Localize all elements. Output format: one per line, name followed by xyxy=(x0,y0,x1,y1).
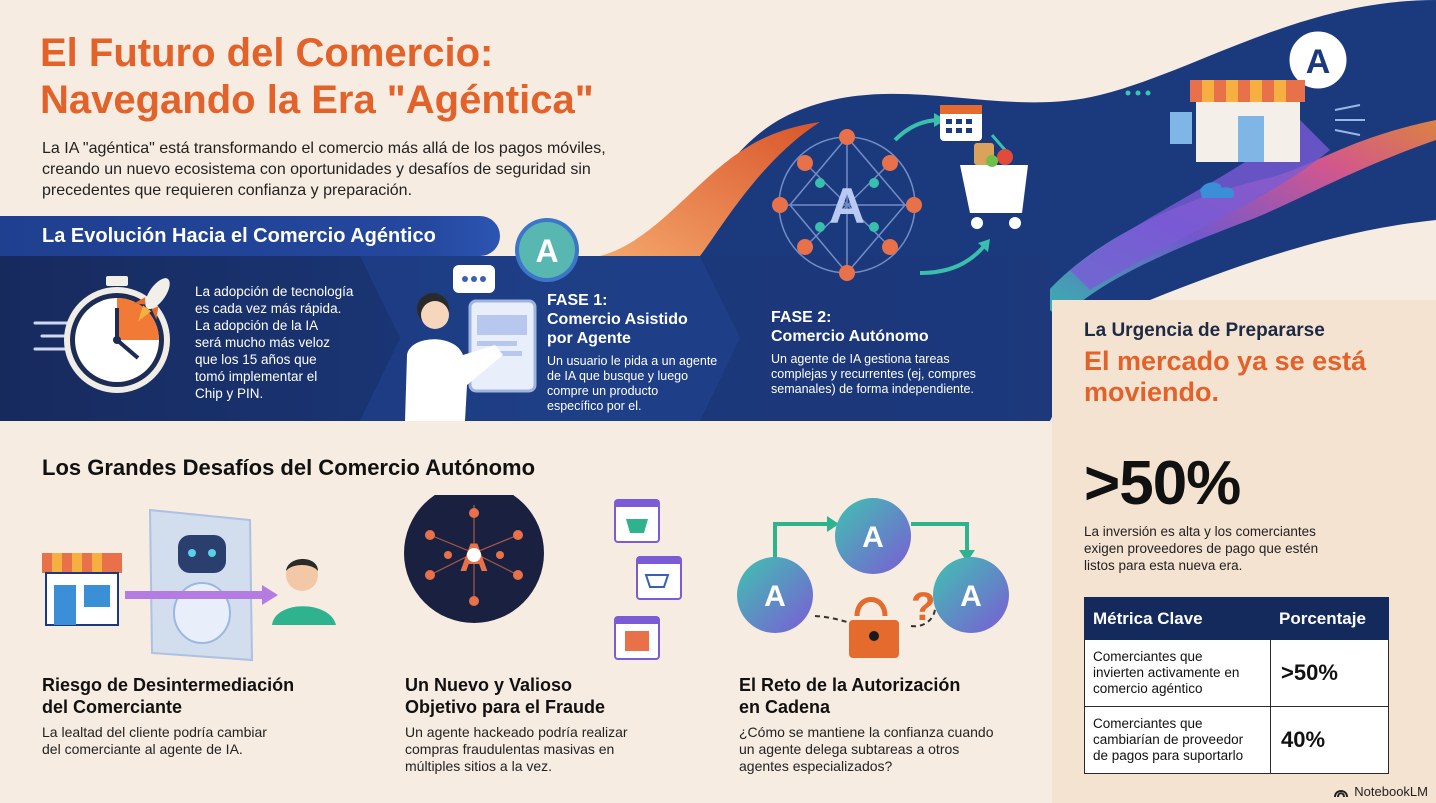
adoption-line: que los 15 años que xyxy=(195,352,317,367)
adoption-line: La adopción de la IA xyxy=(195,318,319,333)
metric-line: invierten activamente en xyxy=(1093,665,1240,680)
svg-text:A: A xyxy=(829,178,865,234)
urgency-headline-line2: moviendo. xyxy=(1084,377,1220,407)
phase1-desc-line: compre un producto xyxy=(547,384,659,398)
challenges-title: Los Grandes Desafíos del Comercio Autóno… xyxy=(42,455,536,480)
table-cell-value: 40% xyxy=(1270,706,1389,774)
challenge-item: Un Nuevo y Valioso Objetivo para el Frau… xyxy=(405,674,725,775)
svg-text:?: ? xyxy=(911,585,935,629)
challenge-desc-line: un agente delega subtareas a otros xyxy=(739,741,960,757)
store-agent-icon: A xyxy=(1170,22,1365,198)
phase2-label: FASE 2: xyxy=(771,309,832,326)
table-cell-metric: Comerciantes que cambiarían de proveedor… xyxy=(1084,706,1271,774)
challenge-title-line: Riesgo de Desintermediación xyxy=(42,675,295,695)
challenge-item: El Reto de la Autorización en Cadena ¿Có… xyxy=(739,674,1039,775)
adoption-text: La adopción de tecnología es cada vez má… xyxy=(195,283,385,402)
title-line-2: Navegando la Era "Agéntica" xyxy=(40,78,594,122)
table-cell-metric: Comerciantes que invierten activamente e… xyxy=(1084,639,1271,707)
phase1-desc-line: Un usuario le pida a un agente xyxy=(547,354,718,368)
table-row: Comerciantes que cambiarían de proveedor… xyxy=(1084,706,1389,774)
stopwatch-rocket-icon xyxy=(33,276,170,393)
agent-letter: A xyxy=(535,233,558,269)
svg-text:A: A xyxy=(1306,43,1331,81)
intro-text: La IA "agéntica" está transformando el c… xyxy=(42,138,662,201)
svg-text:A: A xyxy=(960,580,982,613)
metric-line: de pagos para suportarlo xyxy=(1093,748,1244,763)
challenge-title-line: Objetivo para el Fraude xyxy=(405,697,606,717)
store-robot-customer-icon xyxy=(42,508,336,662)
challenge-title-line: Un Nuevo y Valioso xyxy=(405,675,573,695)
adoption-line: Chip y PIN. xyxy=(195,386,264,401)
phase2-title: Comercio Autónomo xyxy=(771,328,929,345)
page-title: El Futuro del Comercio: Navegando la Era… xyxy=(40,30,740,124)
phase1-label: FASE 1: xyxy=(547,292,608,309)
table-header-row: Métrica Clave Porcentaje xyxy=(1084,597,1389,640)
challenge-title-line: en Cadena xyxy=(739,697,831,717)
phase2-desc-line: Un agente de IA gestiona tareas xyxy=(771,352,950,366)
chained-agents-icon: A A A ? xyxy=(737,498,1009,658)
adoption-line: tomó implementar el xyxy=(195,369,318,384)
challenge-title-line: El Reto de la Autorización xyxy=(739,675,961,695)
urgency-headline: El mercado ya se está moviendo. xyxy=(1084,346,1404,408)
metric-line: comercio agéntico xyxy=(1093,681,1203,696)
urgency-headline-line1: El mercado ya se está xyxy=(1084,346,1367,376)
challenge-desc-line: agentes especializados? xyxy=(739,758,893,774)
phase2-block: FASE 2: Comercio Autónomo Un agente de I… xyxy=(771,308,976,397)
intro-line-2: creando un nuevo ecosistema con oportuni… xyxy=(42,161,591,178)
metrics-table: Métrica Clave Porcentaje Comerciantes qu… xyxy=(1084,597,1389,774)
phase1-block: FASE 1: Comercio Asistido por Agente Un … xyxy=(547,291,717,414)
phase1-title-line2: por Agente xyxy=(547,330,631,347)
adoption-line: es cada vez más rápida. xyxy=(195,301,342,316)
urgency-stat-desc: La inversión es alta y los comerciantes … xyxy=(1084,523,1374,574)
person-with-agent-icon: A xyxy=(405,218,579,421)
evolution-banner xyxy=(0,216,500,256)
adoption-line: será mucho más veloz xyxy=(195,335,331,350)
table-header-percent: Porcentaje xyxy=(1270,597,1389,640)
challenge-desc-line: del comerciante al agente de IA. xyxy=(42,741,243,757)
adoption-line: La adopción de tecnología xyxy=(195,284,354,299)
phase1-title-line1: Comercio Asistido xyxy=(547,311,688,328)
challenge-item: Riesgo de Desintermediación del Comercia… xyxy=(42,674,372,758)
challenge-desc-line: compras fraudulentas masivas en xyxy=(405,741,615,757)
table-header-metric: Métrica Clave xyxy=(1084,597,1271,640)
intro-line-1: La IA "agéntica" está transformando el c… xyxy=(42,140,606,157)
svg-text:A: A xyxy=(764,580,786,613)
hacked-agent-icon: A xyxy=(404,495,682,660)
stat-desc-line: listos para esta nueva era. xyxy=(1084,558,1243,573)
brand-name: NotebookLM xyxy=(1354,784,1428,799)
agent-network-icon: A xyxy=(772,105,1028,281)
phase1-desc-line: específico por el. xyxy=(547,399,642,413)
metric-line: cambiarían de proveedor xyxy=(1093,732,1244,747)
metric-line: Comerciantes que xyxy=(1093,649,1203,664)
phase2-desc-line: semanales) de forma independiente. xyxy=(771,382,974,396)
stat-desc-line: La inversión es alta y los comerciantes xyxy=(1084,524,1316,539)
table-cell-value: >50% xyxy=(1270,639,1389,707)
phase1-desc-line: de IA que busque y luego xyxy=(547,369,689,383)
urgency-subtitle: La Urgencia de Prepararse xyxy=(1084,320,1325,341)
table-row: Comerciantes que invierten activamente e… xyxy=(1084,639,1389,707)
challenge-desc-line: múltiples sitios a la vez. xyxy=(405,758,553,774)
notebooklm-logo: NotebookLM xyxy=(1333,784,1428,799)
phase2-desc-line: complejas y recurrentes (ej, compres xyxy=(771,367,976,381)
challenge-desc-line: La lealtad del cliente podría cambiar xyxy=(42,724,267,740)
challenge-desc-line: Un agente hackeado podría realizar xyxy=(405,724,628,740)
title-line-1: El Futuro del Comercio: xyxy=(40,31,494,75)
metric-line: Comerciantes que xyxy=(1093,716,1203,731)
challenge-title-line: del Comerciante xyxy=(42,697,183,717)
challenge-desc-line: ¿Cómo se mantiene la confianza cuando xyxy=(739,724,994,740)
stat-desc-line: exigen proveedores de pago que estén xyxy=(1084,541,1319,556)
urgency-stat: >50% xyxy=(1084,449,1241,518)
svg-text:A: A xyxy=(862,521,884,554)
evolution-banner-title: La Evolución Hacia el Comercio Agéntico xyxy=(42,225,436,247)
notebooklm-icon xyxy=(1334,789,1349,797)
intro-line-3: precedentes que requieren confianza y pr… xyxy=(42,182,413,199)
